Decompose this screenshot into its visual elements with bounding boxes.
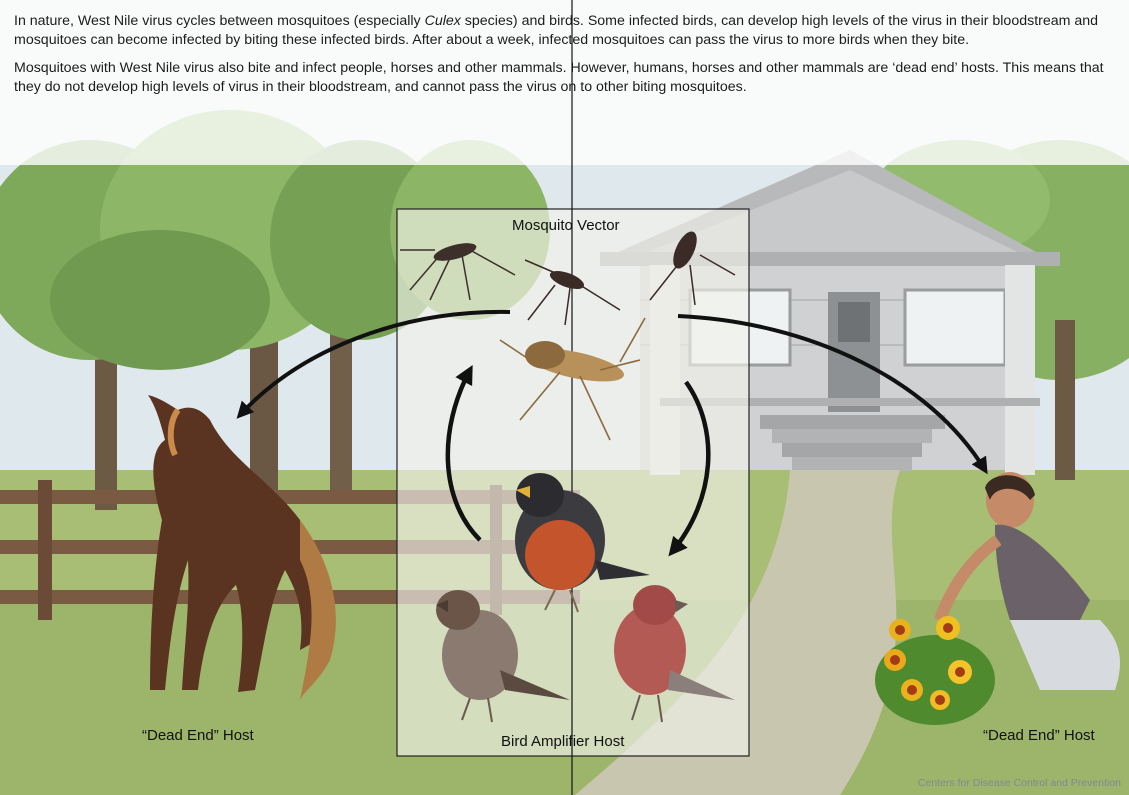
horse-dead-end-host-label: “Dead End” Host	[142, 727, 254, 744]
bird-amplifier-host-label: Bird Amplifier Host	[501, 733, 624, 750]
human-dead-end-host-label: “Dead End” Host	[983, 727, 1095, 744]
mosquito-vector-label: Mosquito Vector	[512, 217, 620, 234]
intro-paragraph-2: Mosquitoes with West Nile virus also bit…	[14, 59, 1124, 97]
intro-paragraph-1: In nature, West Nile virus cycles betwee…	[14, 12, 1124, 50]
credit-text: Centers for Disease Control and Preventi…	[918, 777, 1121, 789]
intro-text: In nature, West Nile virus cycles betwee…	[14, 12, 1124, 106]
